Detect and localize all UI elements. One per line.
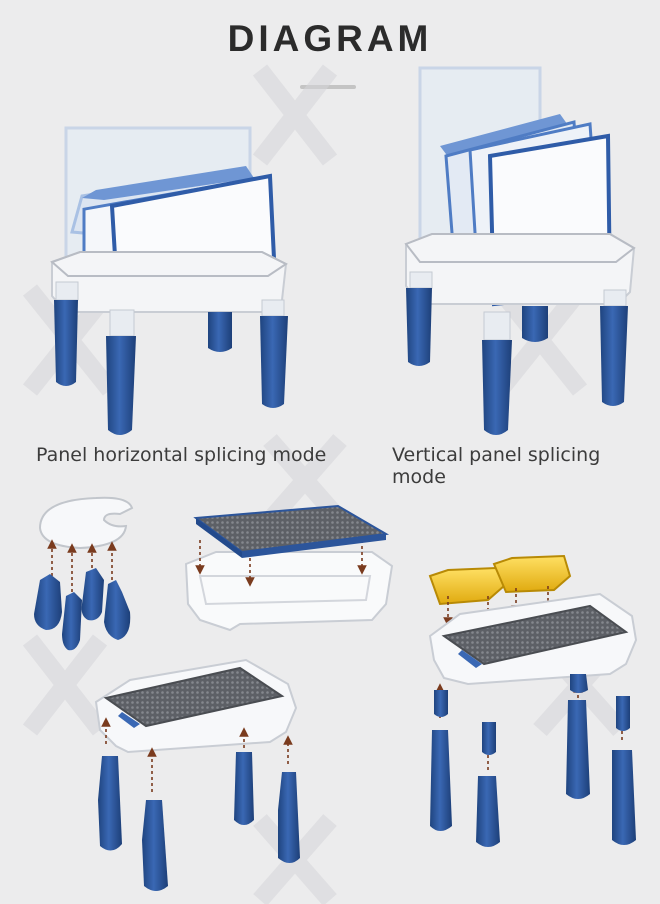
stool-assembly <box>34 496 134 651</box>
table-assembly-left <box>94 658 300 891</box>
board-on-frame <box>184 504 394 632</box>
caption-vertical-mode: Vertical panel splicing mode <box>392 444 601 488</box>
caption-horizontal-mode: Panel horizontal splicing mode <box>36 444 327 466</box>
page-title: DIAGRAM <box>227 18 433 59</box>
table-vertical-splicing <box>404 66 636 435</box>
table-horizontal-splicing <box>50 126 288 435</box>
tray-right <box>492 554 572 594</box>
tray-left <box>428 566 506 606</box>
table-assembly-right <box>428 554 638 847</box>
